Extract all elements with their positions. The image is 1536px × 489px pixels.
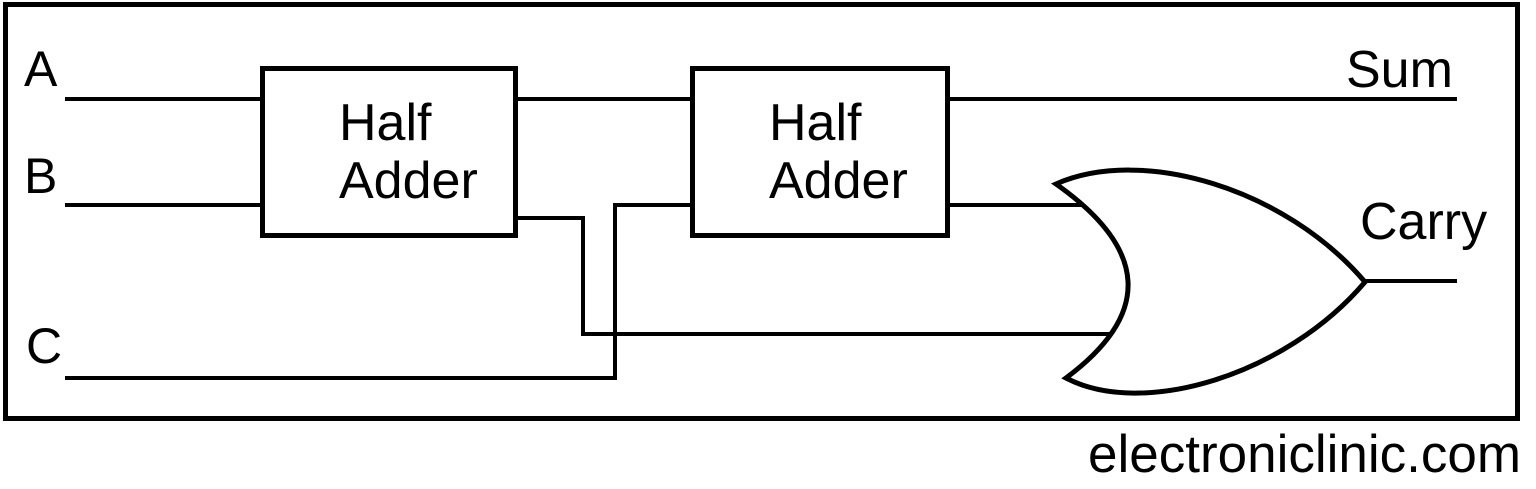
half-adder-1-box: Half Adder <box>260 66 518 238</box>
wire-input-b <box>65 203 266 207</box>
half-adder-2-label-line2: Adder <box>769 152 908 210</box>
wire-ha1-carry <box>514 216 585 220</box>
or-gate-outline <box>1050 167 1369 396</box>
wire-ha1-carry-riser <box>581 216 585 336</box>
wire-c-to-ha2 <box>613 203 694 207</box>
wire-ha1-sum <box>514 97 694 101</box>
half-adder-1-label-line2: Adder <box>339 152 478 210</box>
diagram-border <box>3 2 1520 421</box>
output-label-sum: Sum <box>1346 41 1453 99</box>
wire-input-a <box>65 97 266 101</box>
watermark-text: electroniclinic.com <box>1088 425 1521 484</box>
input-label-b: B <box>24 148 58 204</box>
wire-c-riser <box>613 203 617 380</box>
half-adder-1-label-line1: Half <box>339 94 432 152</box>
wire-input-c <box>65 376 617 380</box>
input-label-c: C <box>26 318 63 374</box>
half-adder-2-label-line1: Half <box>769 94 862 152</box>
or-gate-icon <box>1050 167 1369 396</box>
output-label-carry: Carry <box>1360 193 1488 251</box>
half-adder-2-box: Half Adder <box>690 66 950 238</box>
wire-sum-output <box>946 97 1457 101</box>
input-label-a: A <box>24 41 58 97</box>
wire-carry-output <box>1362 279 1457 283</box>
wire-or-lower-input <box>581 332 1122 336</box>
wire-or-upper-input <box>946 203 1102 207</box>
